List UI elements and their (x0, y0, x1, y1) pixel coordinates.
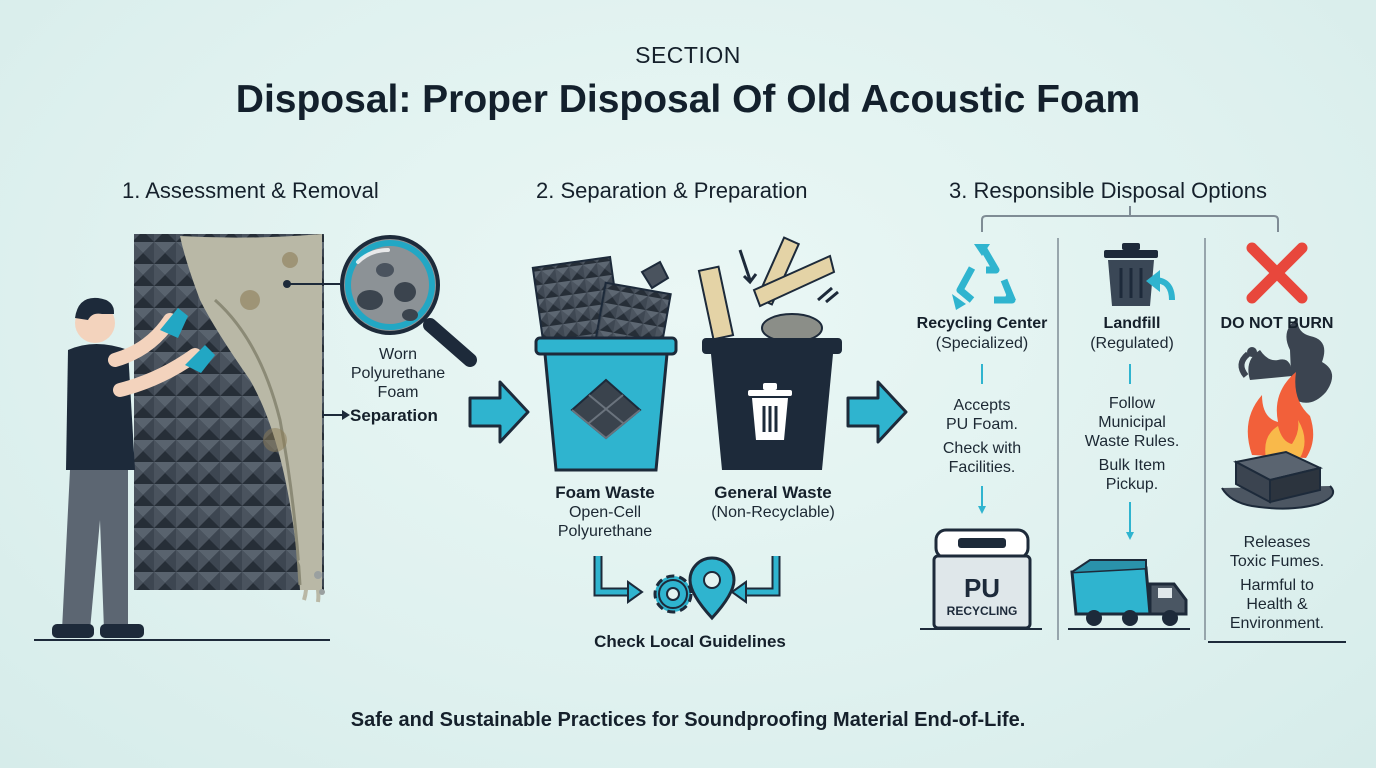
recycling-note-2: PU Foam. (945, 416, 1018, 433)
pu-bin-label-small: RECYCLING (946, 604, 1018, 618)
do-not-burn-title: DO NOT BURN (1220, 315, 1334, 332)
recycling-center-subtitle: (Specialized) (935, 335, 1029, 352)
step-3-heading: 3. Responsible Disposal Options (949, 178, 1267, 203)
separation-label: Separation (350, 406, 438, 425)
map-pin-icon (688, 556, 736, 621)
cross-icon (1246, 242, 1308, 304)
page-title: Disposal: Proper Disposal Of Old Acousti… (235, 78, 1141, 121)
recycling-notes: Accepts PU Foam. Check with Facilities. (912, 396, 1052, 477)
recycling-note-3: Check with (942, 440, 1022, 457)
burn-note-4: Health & (1246, 596, 1308, 613)
landfill-notes: Follow Municipal Waste Rules. Bulk Item … (1062, 394, 1202, 494)
landfill-note-3: Waste Rules. (1084, 433, 1180, 450)
worn-foam-line-3: Foam (377, 384, 419, 401)
gear-icon (653, 574, 693, 614)
foam-waste-label: Foam Waste Open-Cell Polyurethane (530, 483, 680, 541)
recycling-note-1: Accepts (953, 397, 1011, 414)
landfill-note-2: Municipal (1098, 414, 1166, 431)
general-waste-subtitle: (Non-Recyclable) (711, 504, 835, 521)
section-label: SECTION (635, 42, 741, 68)
footer-tagline: Safe and Sustainable Practices for Sound… (350, 709, 1026, 731)
worn-foam-label: Worn Polyurethane Foam (338, 345, 458, 402)
landfill-note-1: Follow (1108, 395, 1156, 412)
step-1-heading: 1. Assessment & Removal (122, 178, 379, 203)
landfill-note-4: Bulk Item (1098, 457, 1166, 474)
foam-wall-illustration (134, 234, 325, 603)
worker-figure (52, 297, 215, 638)
recycling-note-4: Facilities. (948, 459, 1016, 476)
general-waste-bin-icon (697, 236, 842, 470)
trash-can-icon (1104, 243, 1175, 306)
burn-note-3: Harmful to (1240, 577, 1314, 594)
do-not-burn-notes: Releases Toxic Fumes. Harmful to Health … (1208, 533, 1346, 633)
recycling-center-title: Recycling Center (916, 315, 1048, 332)
pu-bin-label-big: PU (963, 573, 1001, 603)
landfill-note-5: Pickup. (1105, 476, 1159, 493)
separation-arrow-icon (322, 410, 350, 420)
worn-foam-line-2: Polyurethane (350, 365, 446, 382)
worn-foam-line-1: Worn (379, 346, 417, 363)
recycling-center-heading: Recycling Center (Specialized) (902, 314, 1062, 353)
fire-icon (1221, 318, 1334, 510)
burn-note-5: Environment. (1229, 615, 1325, 632)
foam-waste-title: Foam Waste (555, 483, 655, 502)
step-2-heading: 2. Separation & Preparation (536, 178, 808, 203)
foam-waste-line-2: Polyurethane (557, 523, 653, 540)
landfill-heading: Landfill (Regulated) (1062, 314, 1202, 353)
check-guidelines-label: Check Local Guidelines (594, 632, 786, 651)
recycle-icon (952, 244, 1016, 310)
landfill-title: Landfill (1103, 315, 1161, 332)
burn-note-2: Toxic Fumes. (1229, 553, 1325, 570)
magnifier-icon (283, 235, 477, 367)
burn-note-1: Releases (1243, 534, 1311, 551)
guidelines-icons (593, 556, 781, 621)
pu-recycling-bin-icon (932, 528, 1032, 630)
foam-waste-line-1: Open-Cell (568, 504, 642, 521)
general-waste-label: General Waste (Non-Recyclable) (690, 483, 856, 522)
arrow-right-icon (846, 380, 908, 444)
arrow-right-icon (468, 380, 530, 444)
garbage-truck-icon (1070, 559, 1188, 626)
landfill-subtitle: (Regulated) (1090, 335, 1174, 352)
general-waste-title: General Waste (714, 483, 832, 502)
foam-bin-icon (531, 255, 678, 472)
